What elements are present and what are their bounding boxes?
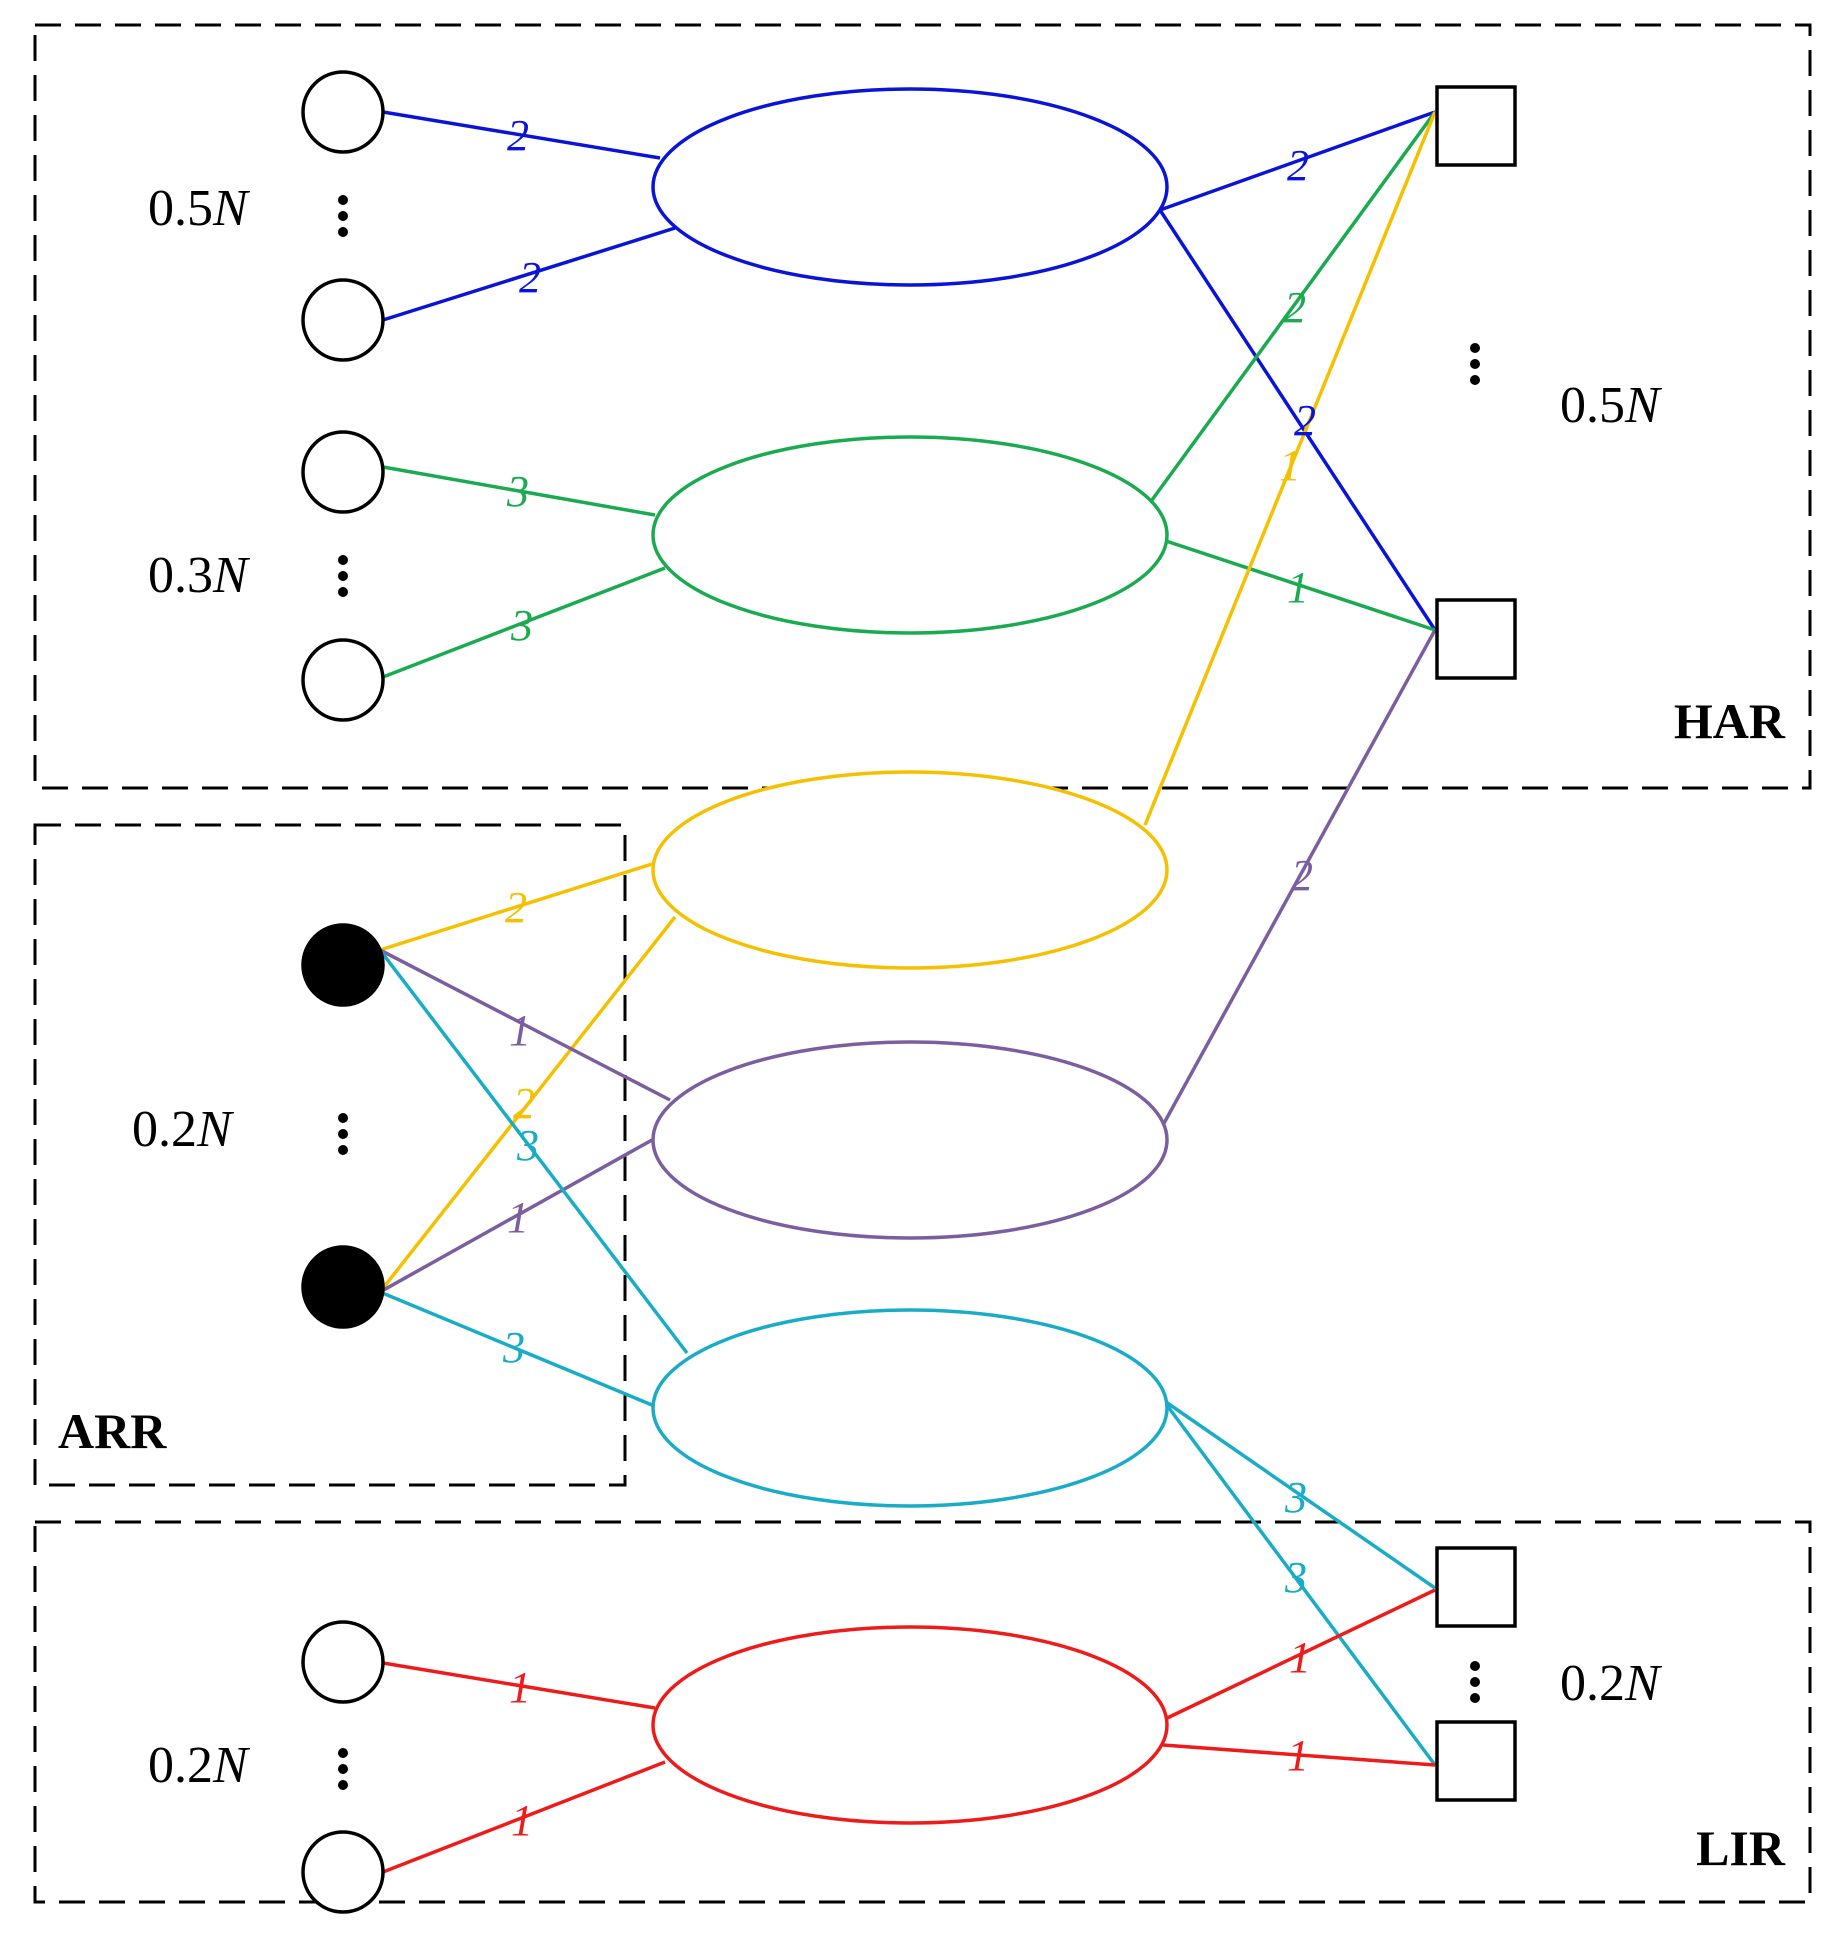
vertical-ellipsis-icon <box>338 1113 348 1155</box>
edge-weight: 2 <box>513 1079 535 1128</box>
edge-line-t5-b <box>379 1290 653 1407</box>
edge-weight: 1 <box>1289 1633 1311 1682</box>
edge-line-t6-b <box>382 1760 666 1874</box>
edge-type-6: Edge-type6 <box>651 1625 1169 1825</box>
variable-node-open <box>301 430 385 514</box>
region-label-har: HAR <box>1674 693 1786 749</box>
check-node <box>1435 85 1517 167</box>
edge-type-1-ellipse <box>651 87 1169 287</box>
vertical-ellipsis-icon <box>338 555 348 597</box>
edge-line-t3-a <box>379 862 653 952</box>
edge-line-t5-c <box>1162 1398 1436 1590</box>
edge-type-2-label: Edge-type2 <box>790 508 1030 565</box>
count-label-arr: 0.2N <box>132 1101 235 1158</box>
edge-type-6-ellipse <box>651 1625 1169 1825</box>
edge-type-5-label: Edge-type5 <box>790 1381 1030 1438</box>
edge-line-t6-d <box>1162 1743 1436 1767</box>
lir-region-box <box>33 1520 1812 1904</box>
edge-type-4: Edge-type4 <box>651 1040 1169 1240</box>
edge-weight: 1 <box>1279 441 1301 490</box>
edge-type-2-ellipse <box>651 435 1169 635</box>
edge-weight: 3 <box>506 467 529 516</box>
region-label-lir: LIR <box>1696 1820 1786 1876</box>
check-node <box>1435 1720 1517 1802</box>
variable-node-filled <box>301 923 385 1007</box>
edge-line-t2-d <box>1162 538 1436 632</box>
edge-type-1-label: Edge-type1 <box>790 160 1030 217</box>
edge-type-4-ellipse <box>651 1040 1169 1240</box>
edge-weight: 1 <box>511 1796 533 1845</box>
variable-node-open <box>301 1830 385 1914</box>
region-label-arr: ARR <box>58 1403 167 1459</box>
edge-weight: 1 <box>509 1006 531 1055</box>
count-label-har-right: 0.5N <box>1560 377 1663 434</box>
edge-weight: 1 <box>1287 563 1309 612</box>
edge-type-3: Edge-type3 <box>651 770 1169 970</box>
edge-weight: 3 <box>1284 1473 1307 1522</box>
variable-nodes <box>301 70 385 1914</box>
count-label-har-a: 0.5N <box>148 180 251 237</box>
edge-weight: 2 <box>1291 851 1313 900</box>
edge-weight: 3 <box>1284 1553 1307 1602</box>
edge-type-3-ellipse <box>651 770 1169 970</box>
edge-line-t3-c <box>1143 111 1437 826</box>
edge-weight: 2 <box>1284 283 1306 332</box>
edge-line-t4-b <box>379 1138 653 1294</box>
edge-line-t4-a <box>379 948 671 1102</box>
edge-type-2: Edge-type2 <box>651 435 1169 635</box>
edge-line-t1-d <box>1158 209 1437 631</box>
edge-weight: 3 <box>502 1323 525 1372</box>
edge-line-t1-a <box>382 110 661 160</box>
edge-line-t1-c <box>1159 110 1436 212</box>
edge-type-1: Edge-type1 <box>651 87 1169 287</box>
edge-weight: 2 <box>505 883 527 932</box>
edge-line-t5-d <box>1161 1398 1437 1767</box>
vertical-ellipsis-icon <box>1470 343 1480 385</box>
variable-node-open <box>301 1620 385 1704</box>
edge-line-t5-a <box>378 948 689 1355</box>
vertical-ellipsis-icon <box>1470 1661 1480 1703</box>
edge-line-t6-c <box>1162 1588 1436 1722</box>
count-label-har-b: 0.3N <box>148 547 251 604</box>
edge-line-t2-a <box>382 465 656 517</box>
check-node <box>1435 598 1517 680</box>
edge-type-ellipses: Edge-type1 Edge-type2 Edge-type3 Edge-ty… <box>651 87 1169 1825</box>
edge-line-t4-c <box>1161 629 1437 1126</box>
edge-line-t6-a <box>382 1661 656 1710</box>
edge-line-t2-b <box>382 566 666 679</box>
check-nodes <box>1435 85 1517 1802</box>
vertical-ellipsis-icon <box>338 1748 348 1790</box>
count-label-lir: 0.2N <box>148 1737 251 1794</box>
edge-weight: 1 <box>509 1663 531 1712</box>
edge-weight: 2 <box>519 253 541 302</box>
edge-weight: 1 <box>507 1193 529 1242</box>
edge-weight: 3 <box>510 601 533 650</box>
edge-type-5: Edge-type5 <box>651 1308 1169 1508</box>
edge-lines <box>378 110 1437 1874</box>
variable-node-filled <box>301 1245 385 1329</box>
edge-line-t1-b <box>382 226 676 322</box>
edge-weight: 2 <box>507 111 529 160</box>
variable-node-open <box>301 638 385 722</box>
variable-node-open <box>301 278 385 362</box>
ellipsis-dots <box>338 195 1480 1790</box>
variable-node-open <box>301 70 385 154</box>
edge-weight: 1 <box>1287 1731 1309 1780</box>
edge-line-t2-c <box>1150 110 1437 502</box>
edge-weight: 2 <box>1287 141 1309 190</box>
edge-type-4-label: Edge-type4 <box>790 1113 1030 1170</box>
vertical-ellipsis-icon <box>338 195 348 237</box>
edge-type-3-label: Edge-type3 <box>790 843 1030 900</box>
edge-line-t3-b <box>378 915 677 1294</box>
edge-weight: 3 <box>516 1121 539 1170</box>
check-node <box>1435 1546 1517 1628</box>
edge-weight: 2 <box>1294 396 1316 445</box>
edge-weights: 2 2 2 2 3 3 2 1 2 2 1 1 1 2 3 3 3 3 1 1 … <box>502 111 1316 1845</box>
edge-type-6-label: Edge-type6 <box>790 1698 1030 1755</box>
edge-type-5-ellipse <box>651 1308 1169 1508</box>
count-label-lir-right: 0.2N <box>1560 1655 1663 1712</box>
